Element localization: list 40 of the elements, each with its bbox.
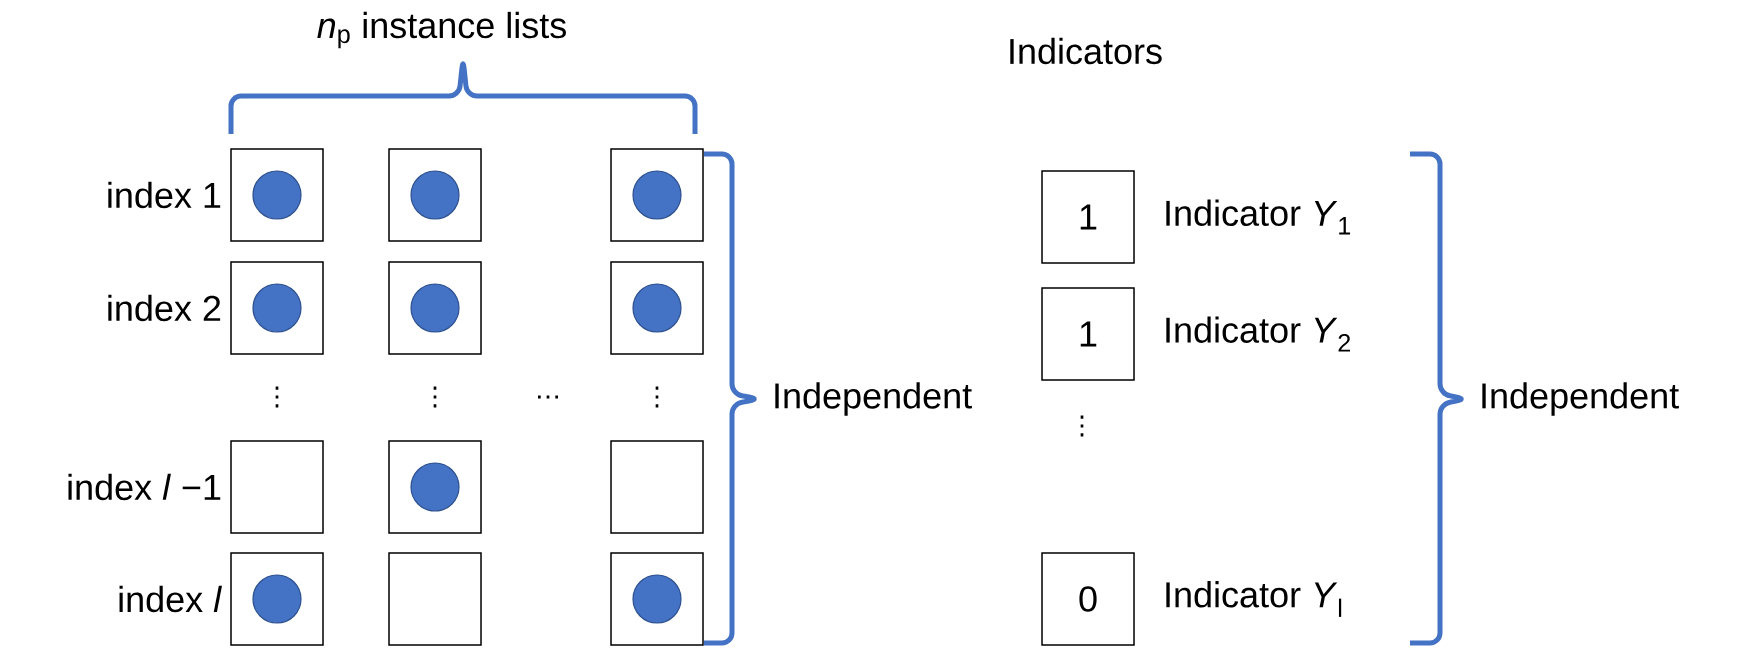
cell-box (230, 552, 324, 646)
dot (410, 462, 460, 512)
ellipsis: ⋮ (433, 386, 437, 408)
cell-box (610, 440, 704, 534)
cell-box (610, 552, 704, 646)
label: index 1 (108, 181, 221, 209)
label: index l −1 (68, 473, 221, 501)
cell-box (610, 148, 704, 242)
cell-box (230, 440, 324, 534)
dot (632, 283, 682, 333)
cell-box (610, 261, 704, 355)
dot (252, 170, 302, 220)
cell-box (388, 552, 482, 646)
ellipsis: … (538, 395, 558, 399)
value-box: 1 (1041, 287, 1135, 381)
label: index 2 (108, 294, 221, 322)
dot (632, 574, 682, 624)
cell-box (230, 148, 324, 242)
dot (410, 283, 460, 333)
label: n$_{p}$ instance lists (317, 11, 566, 49)
label: Indicators (1010, 37, 1162, 65)
value-box: 0 (1041, 552, 1135, 646)
cell-box (388, 148, 482, 242)
indicator-label: Indicator Y$_{1}$ (1166, 199, 1351, 235)
label: Independent (1482, 382, 1679, 416)
indicator-label: Indicator Y$_{l}$ (1166, 581, 1342, 617)
ellipsis: ⋮ (1080, 415, 1084, 437)
value-box: 1 (1041, 170, 1135, 264)
dot (632, 170, 682, 220)
cell-box (388, 261, 482, 355)
indicator-label: Indicator Y$_{2}$ (1166, 316, 1350, 352)
dot (252, 283, 302, 333)
cell-box (388, 440, 482, 534)
ellipsis: ⋮ (655, 386, 659, 408)
dot (410, 170, 460, 220)
ellipsis: ⋮ (275, 386, 279, 408)
dot (252, 574, 302, 624)
cell-box (230, 261, 324, 355)
label: Independent (775, 382, 972, 416)
label: index l (119, 585, 222, 613)
